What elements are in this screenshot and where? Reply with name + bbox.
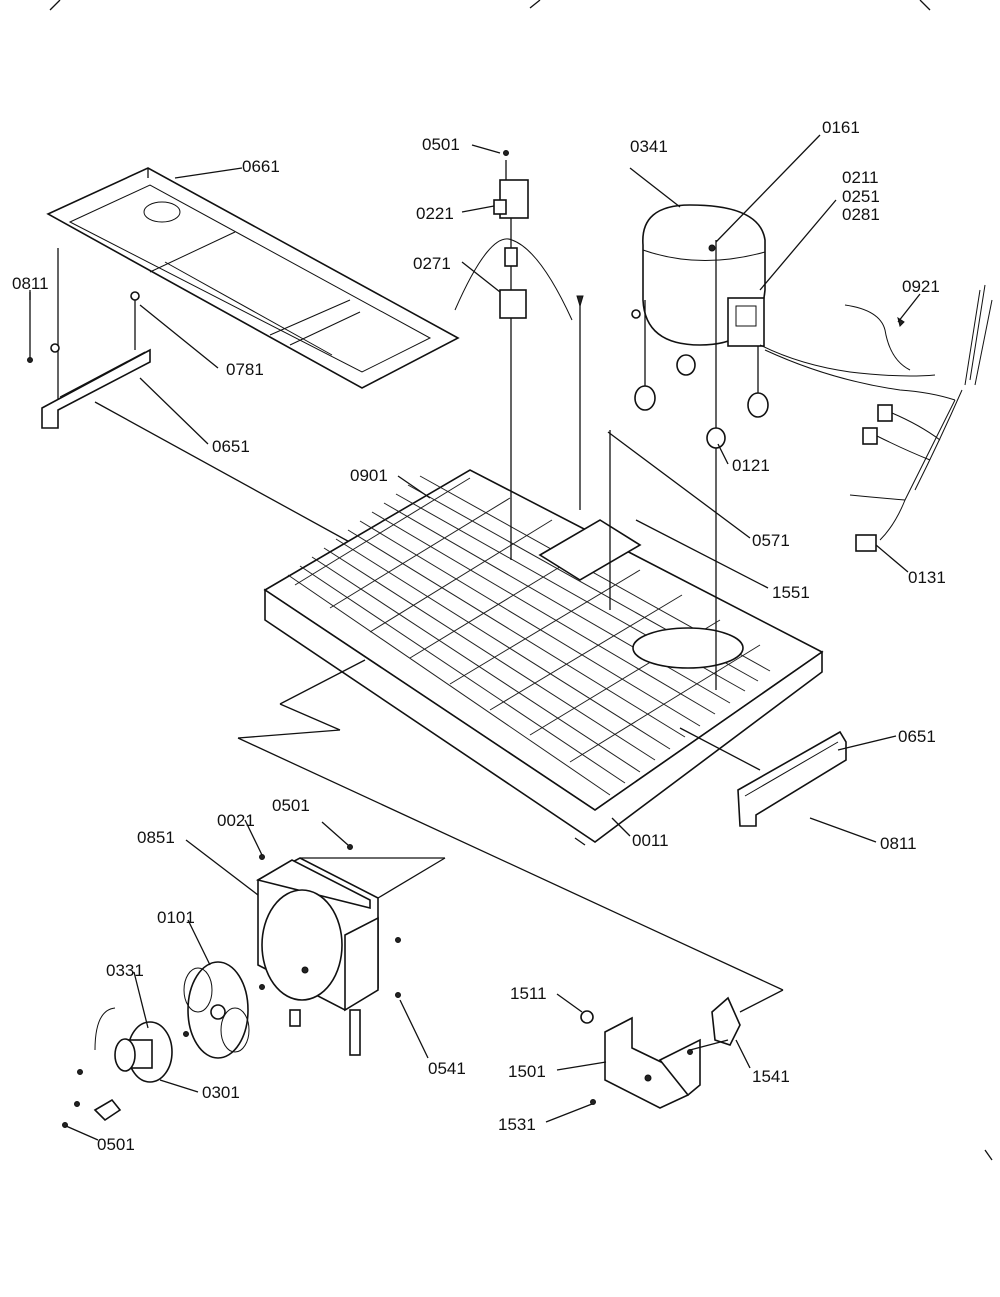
cover-panel (46, 167, 460, 389)
label-1551: 1551 (772, 583, 810, 602)
label-0121: 0121 (732, 456, 770, 475)
guide-line (237, 729, 341, 739)
label-0011: 0011 (632, 831, 669, 850)
compressor (631, 204, 769, 690)
label-0501-mid: 0501 (272, 796, 310, 815)
label-0651-left: 0651 (212, 437, 250, 456)
label-0161: 0161 (822, 118, 860, 137)
guide-line (237, 737, 784, 991)
label-0811-left: 0811 (12, 274, 49, 293)
label-0341: 0341 (630, 137, 668, 156)
fan-blade (183, 961, 250, 1059)
label-0571: 0571 (752, 531, 790, 550)
label-0921: 0921 (902, 277, 940, 296)
label-0331: 0331 (106, 961, 144, 980)
label-1511: 1511 (510, 984, 547, 1003)
label-0541: 0541 (428, 1059, 466, 1078)
label-0271: 0271 (413, 254, 451, 273)
condenser-coil (287, 475, 771, 796)
guide-line (679, 727, 761, 771)
label-0661: 0661 (242, 157, 280, 176)
edge-marks (49, 0, 993, 1161)
right-bracket (737, 730, 847, 827)
label-0301: 0301 (202, 1083, 240, 1102)
label-0131: 0131 (908, 568, 946, 587)
guide-line (94, 401, 356, 546)
label-0901: 0901 (350, 466, 388, 485)
label-0501-top: 0501 (422, 135, 460, 154)
label-0851: 0851 (137, 828, 175, 847)
fan-shroud (255, 844, 446, 1056)
label-0651-right: 0651 (898, 727, 936, 746)
relay-assembly (454, 150, 611, 610)
guide-line (279, 659, 366, 705)
guide-line (574, 837, 586, 846)
label-0501-bottom: 0501 (97, 1135, 135, 1154)
label-0251: 0251 (842, 187, 880, 206)
left-bracket (27, 248, 151, 429)
label-0211: 0211 (842, 168, 879, 187)
label-1501: 1501 (508, 1062, 546, 1081)
label-0021: 0021 (217, 811, 255, 830)
timer-bracket (580, 989, 784, 1109)
label-0781: 0781 (226, 360, 264, 379)
label-1541: 1541 (752, 1067, 790, 1086)
label-0281: 0281 (842, 205, 880, 224)
label-1531: 1531 (498, 1115, 536, 1134)
label-0101: 0101 (157, 908, 195, 927)
condenser-base (263, 469, 824, 843)
part-labels: 0501 0341 0161 0211 0251 0281 0661 0221 … (12, 118, 946, 1154)
fan-motor (62, 984, 265, 1128)
label-0811-right: 0811 (880, 834, 917, 853)
guide-line (279, 703, 341, 731)
wiring-harness (759, 284, 993, 552)
leader-lines (29, 134, 921, 1141)
label-0221: 0221 (416, 204, 454, 223)
